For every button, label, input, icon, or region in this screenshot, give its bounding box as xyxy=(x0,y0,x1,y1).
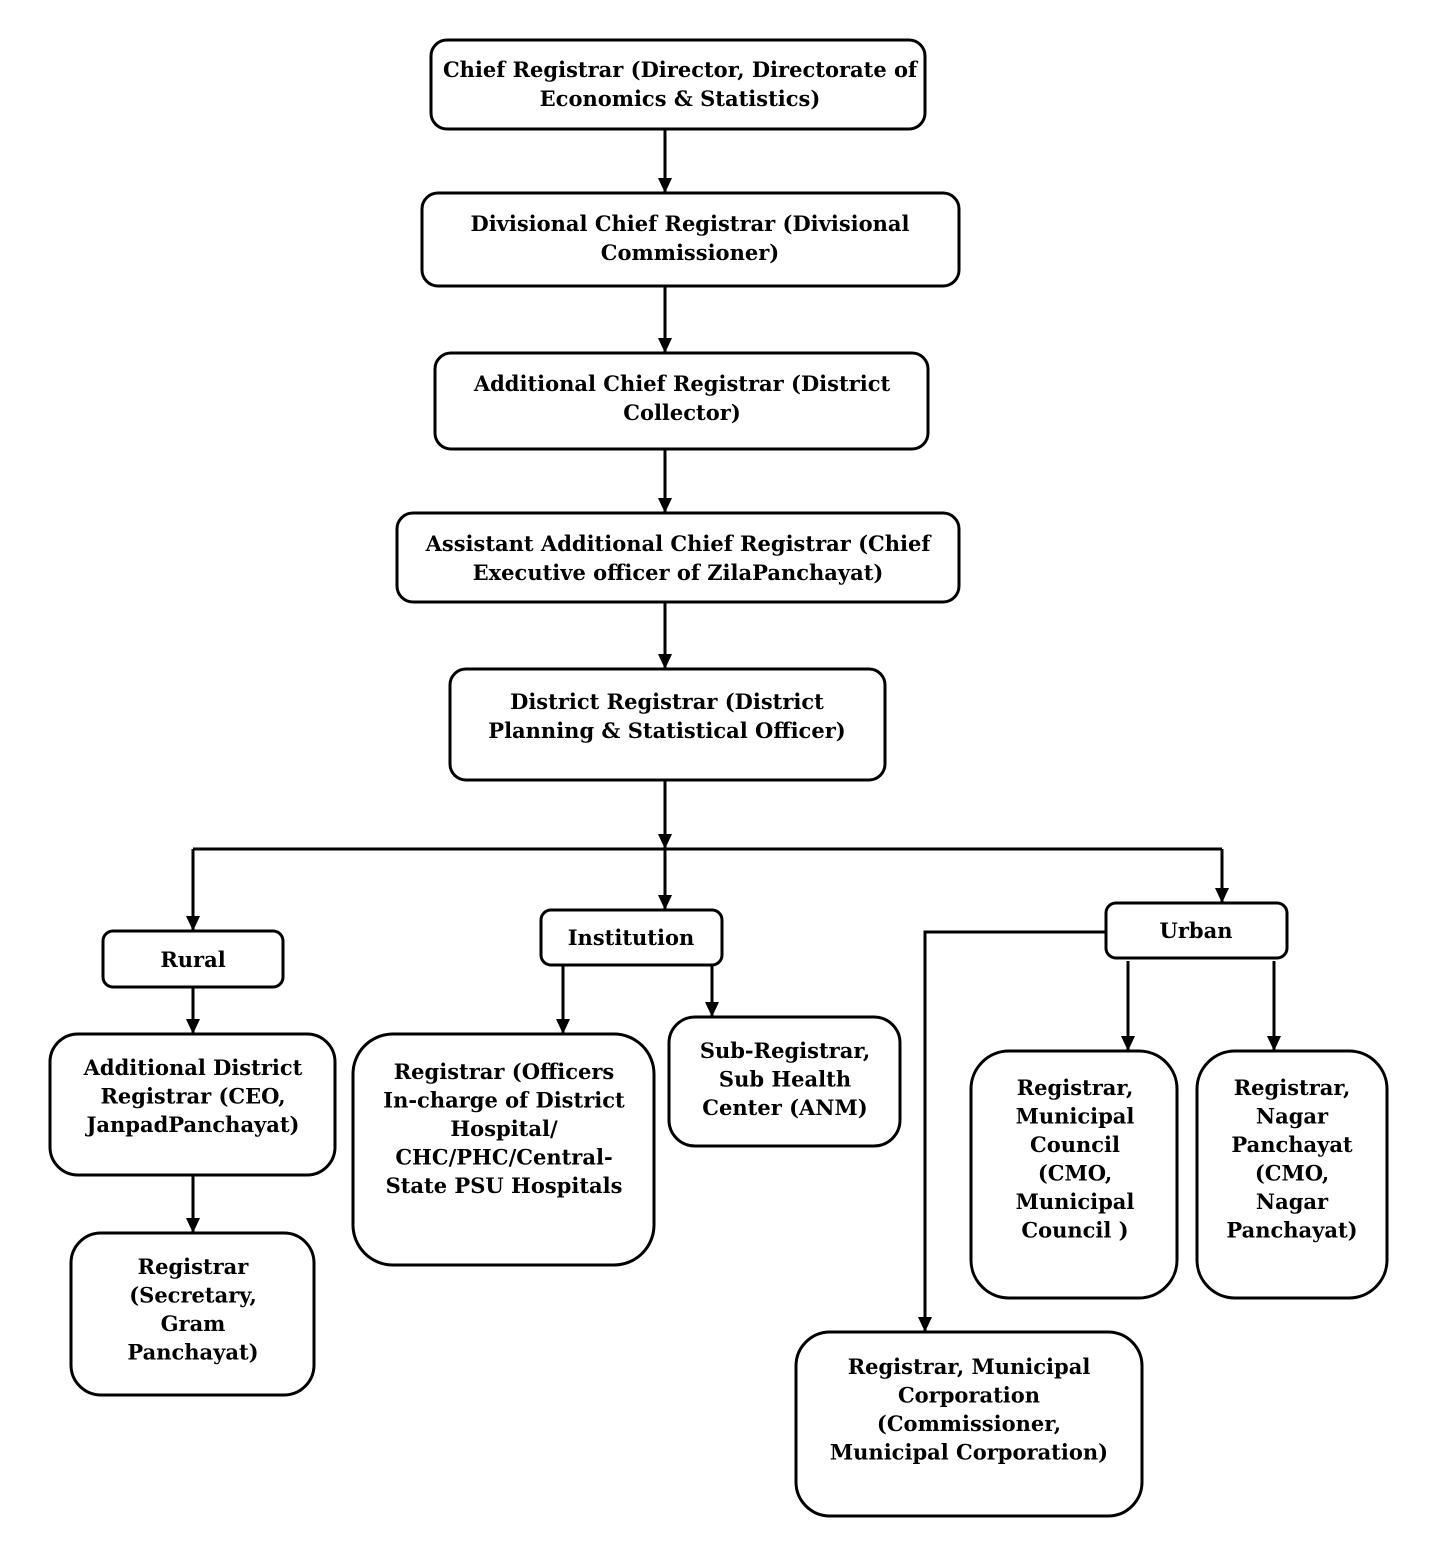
rural-label: Rural xyxy=(160,947,225,972)
labels: Chief Registrar (Director, Directorate o… xyxy=(83,57,1358,1465)
label-line: Executive officer of ZilaPanchayat) xyxy=(473,560,884,585)
label-line: (Secretary, xyxy=(129,1283,257,1308)
registrar-nagar-panchayat-box xyxy=(1195,1049,1389,1300)
connectors xyxy=(186,129,1281,1332)
label-line: (CMO, xyxy=(1255,1161,1329,1186)
label-line: Corporation xyxy=(898,1383,1040,1408)
institution-box xyxy=(539,908,724,967)
label-line: Registrar xyxy=(138,1254,250,1279)
urban-box xyxy=(1104,901,1289,960)
label-line: Panchayat) xyxy=(127,1340,258,1365)
label-line: CHC/PHC/Central- xyxy=(395,1145,612,1170)
registrar-gram-panchayat-box xyxy=(69,1231,316,1397)
label-line: (CMO, xyxy=(1038,1161,1112,1186)
label-line: (Commissioner, xyxy=(877,1411,1061,1436)
label-line: Nagar xyxy=(1256,1104,1329,1129)
divisional-chief-registrar-box xyxy=(420,191,961,288)
label-line: Commissioner) xyxy=(601,240,779,265)
label-line: Registrar, Municipal xyxy=(848,1354,1091,1379)
label-line: Economics & Statistics) xyxy=(540,86,821,111)
additional-chief-registrar-box xyxy=(433,351,930,451)
label-line: Institution xyxy=(568,925,695,950)
label-line: Divisional Chief Registrar (Divisional xyxy=(470,211,909,236)
chief-registrar-label: Chief Registrar (Director, Directorate o… xyxy=(443,57,919,111)
label-line: Urban xyxy=(1160,918,1233,943)
label-line: Gram xyxy=(161,1311,226,1336)
label-line: Nagar xyxy=(1256,1189,1329,1214)
label-line: Additional Chief Registrar (District xyxy=(473,371,891,396)
assistant-additional-chief-registrar-label: Assistant Additional Chief Registrar (Ch… xyxy=(425,531,933,585)
chief-registrar-box xyxy=(429,38,927,131)
label-line: Municipal xyxy=(1016,1104,1135,1129)
label-line: Collector) xyxy=(623,400,741,425)
label-line: Registrar (CEO, xyxy=(100,1084,285,1109)
assistant-additional-chief-registrar-box xyxy=(395,511,961,604)
label-line: Assistant Additional Chief Registrar (Ch… xyxy=(425,531,933,556)
label-line: Sub Health xyxy=(719,1067,851,1092)
label-line: Panchayat) xyxy=(1226,1218,1357,1243)
label-line: Center (ANM) xyxy=(702,1095,867,1120)
label-line: Rural xyxy=(160,947,225,972)
registrar-municipal-council-box xyxy=(969,1049,1179,1300)
registrar-municipal-corporation-box xyxy=(794,1330,1144,1518)
arrow-urban-to-municipal-corporation xyxy=(918,930,1106,1332)
label-line: Sub-Registrar, xyxy=(700,1038,870,1063)
label-line: Council xyxy=(1030,1132,1120,1157)
label-line: Municipal Corporation) xyxy=(830,1440,1108,1465)
nodes xyxy=(48,38,1389,1518)
district-registrar-box xyxy=(448,667,887,782)
urban-label: Urban xyxy=(1160,918,1233,943)
label-line: JanpadPanchayat) xyxy=(85,1112,300,1137)
label-line: District Registrar (District xyxy=(510,689,824,714)
sub-registrar-box xyxy=(667,1015,902,1148)
registrar-hospital-box xyxy=(351,1032,656,1267)
label-line: Hospital/ xyxy=(450,1116,558,1141)
label-line: Registrar (Officers xyxy=(394,1059,615,1084)
label-line: Registrar, xyxy=(1234,1075,1351,1100)
label-line: Registrar, xyxy=(1017,1075,1134,1100)
label-line: Planning & Statistical Officer) xyxy=(488,718,845,743)
label-line: Chief Registrar (Director, Directorate o… xyxy=(443,57,919,82)
label-line: In-charge of District xyxy=(383,1088,625,1113)
label-line: Council ) xyxy=(1021,1218,1128,1243)
label-line: State PSU Hospitals xyxy=(386,1173,623,1198)
label-line: Panchayat xyxy=(1231,1132,1353,1157)
label-line: Municipal xyxy=(1016,1189,1135,1214)
additional-district-registrar-box xyxy=(48,1032,337,1177)
label-line: Additional District xyxy=(83,1055,303,1080)
rural-box xyxy=(101,929,285,989)
institution-label: Institution xyxy=(568,925,695,950)
